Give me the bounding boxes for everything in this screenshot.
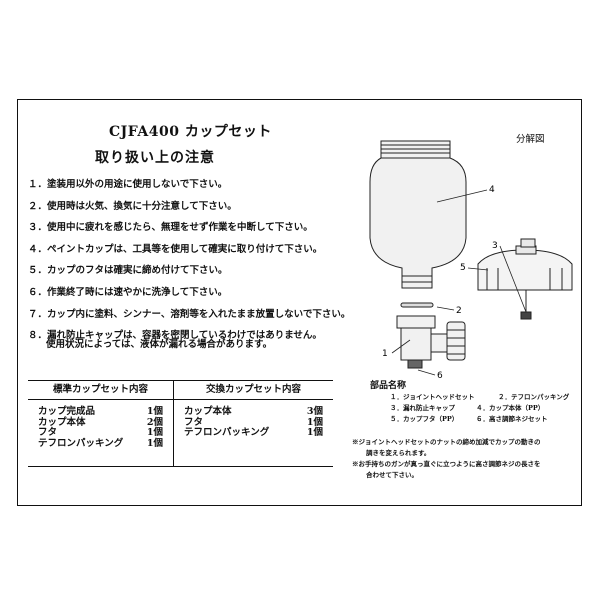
caution-item: ２．使用時は火気、換気に十分注意して下さい。 (28, 200, 237, 212)
callout-3: 3 (492, 241, 498, 251)
document-subtitle: 取り扱い上の注意 (95, 150, 215, 166)
document-frame (17, 99, 582, 506)
callout-5: 5 (460, 263, 466, 273)
caution-item-continued: 使用状況によっては、液体が漏れる場合があります。 (46, 338, 273, 350)
caution-item: ６．作業終了時には速やかに洗浄して下さい。 (28, 286, 228, 298)
document-title: CJFA400 カップセット (109, 124, 272, 140)
caution-item: ８．漏れ防止キャップは、容器を密閉しているわけではありません。 (28, 330, 322, 342)
footnote-line: ※ジョイントヘッドセットのナットの締め加減でカップの動きの (352, 438, 541, 446)
part-item: ３．漏れ防止キャップ (390, 404, 455, 412)
callout-6: 6 (437, 371, 443, 381)
cup-body-illustration (369, 140, 467, 289)
part-item: ２．テフロンパッキング (498, 393, 570, 401)
caution-list: １．塗装用以外の用途に使用しないで下さい。 ２．使用時は火気、換気に十分注意して… (28, 174, 373, 350)
footnotes: ※ジョイントヘッドセットのナットの締め加減でカップの動きの 調きを変えられます。… (352, 437, 577, 481)
part-item: ５．カップフタ（PP） (390, 415, 459, 423)
footnote-line: 調きを変えられます。 (366, 449, 431, 457)
footnote-line: ※お手持ちのガンが真っ直ぐに立つように高さ調節ネジの長さを (352, 460, 541, 468)
cup-lid-illustration (477, 245, 573, 320)
height-screw-illustration (407, 359, 423, 369)
caution-item: １．塗装用以外の用途に使用しないで下さい。 (28, 179, 228, 190)
exploded-view-label: 分解図 (516, 134, 545, 145)
caution-item: ５．カップのフタは確実に締め付けて下さい。 (28, 265, 228, 277)
caution-item: ７．カップ内に塗料、シンナー、溶剤等を入れたまま放置しないで下さい。 (28, 308, 351, 320)
callout-leaders (391, 189, 527, 376)
footnote-line: 合わせて下さい。 (366, 471, 418, 479)
exploded-view-diagram: 4 2 3 5 1 6 (369, 140, 573, 381)
teflon-packing-illustration (400, 302, 434, 308)
parts-list-title: 部品名称 (370, 381, 407, 391)
part-item: ６．高さ調節ネジセット (476, 415, 548, 423)
part-item: ４．カップ本体（PP） (476, 404, 545, 412)
callout-2: 2 (456, 306, 462, 316)
standard-set-header: 標準カップセット内容 (28, 381, 173, 400)
joint-head-illustration (396, 315, 466, 361)
caution-item: ４．ペイントカップは、工具等を使用して確実に取り付けて下さい。 (28, 243, 323, 255)
callout-1: 1 (382, 349, 388, 359)
part-item: １．ジョイントヘッドセット (390, 393, 475, 401)
replacement-set-header: 交換カップセット内容 (174, 381, 333, 400)
caution-item: ３．使用中に疲れを感じたら、無理をせず作業を中断して下さい。 (28, 222, 313, 234)
leak-cap-illustration (520, 238, 536, 248)
callout-4: 4 (489, 185, 495, 195)
